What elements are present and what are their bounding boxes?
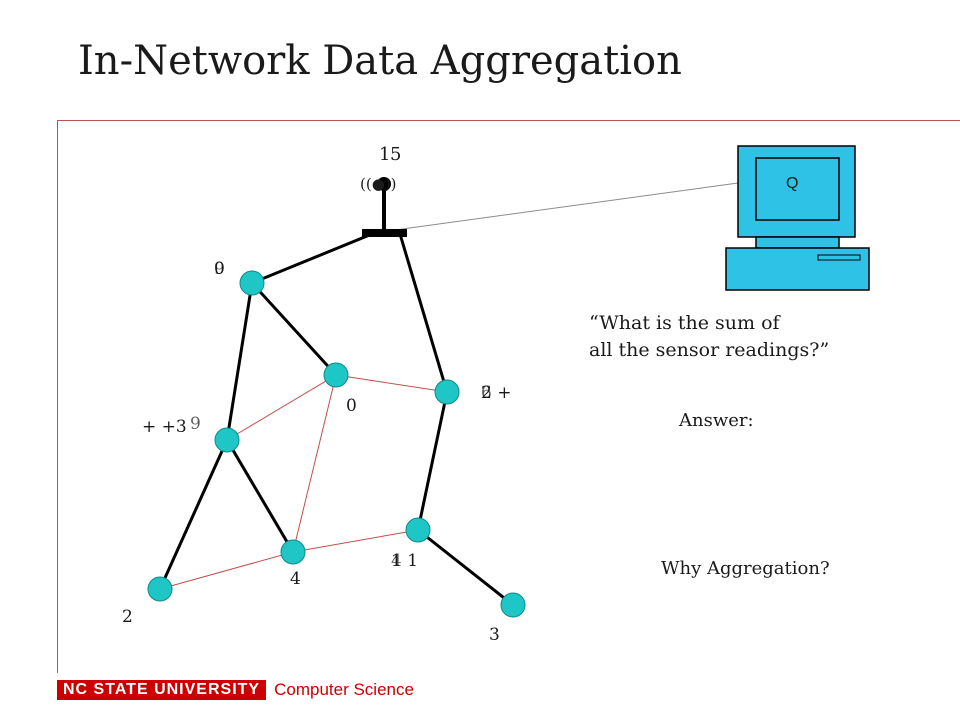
tree-edge <box>225 439 295 553</box>
antenna-waves: ((●)) <box>360 175 397 193</box>
question-text: “What is the sum of all the sensor readi… <box>589 310 829 364</box>
tree-edge <box>158 439 229 590</box>
mesh-edge <box>335 374 448 393</box>
node-label-overlay: 6 <box>481 383 492 403</box>
mesh-edge <box>226 374 337 441</box>
slide-title: In-Network Data Aggregation <box>78 38 682 84</box>
mesh-edge <box>159 551 294 590</box>
node-label-overlay: 9 <box>214 259 225 279</box>
tree-edge <box>251 232 373 285</box>
sensor-node <box>239 270 265 296</box>
base-sum-overlay-label: 5 <box>390 144 402 165</box>
tree-edge <box>250 281 338 377</box>
question-line-2: all the sensor readings?” <box>589 339 830 361</box>
why-aggregation-label: Why Aggregation? <box>661 558 830 579</box>
node-label: 2 <box>122 607 133 627</box>
tree-edge <box>225 282 254 441</box>
footer: NC STATE UNIVERSITY Computer Science <box>57 680 414 700</box>
tree-edge <box>398 233 449 393</box>
node-label-overlay: 9 <box>190 414 201 434</box>
node-label: 0 <box>214 259 225 279</box>
base-sum-label: 1 <box>379 144 391 165</box>
answer-label: Answer: <box>679 410 754 431</box>
sensor-node <box>405 517 431 543</box>
sensor-node <box>500 592 526 618</box>
sensor-node <box>214 427 240 453</box>
node-label: 1 1 <box>391 551 419 571</box>
query-link <box>394 182 739 231</box>
frame-top-rule <box>57 120 960 121</box>
mesh-edge <box>292 529 419 553</box>
base-station <box>362 229 407 237</box>
sensor-node <box>434 379 460 405</box>
node-label: 4 <box>290 569 301 589</box>
department-label: Computer Science <box>274 680 414 699</box>
node-label: + +3 <box>142 417 187 437</box>
node-label-overlay: 4 <box>391 551 402 571</box>
node-label: 0 <box>346 396 357 416</box>
antenna-tip <box>377 177 391 191</box>
tree-edge <box>417 528 514 607</box>
tree-edge <box>416 391 449 531</box>
sensor-node <box>147 576 173 602</box>
computer-label: Q <box>786 175 799 192</box>
node-label: 2 + <box>481 383 512 403</box>
sensor-node <box>323 362 349 388</box>
frame-left-rule <box>57 120 58 673</box>
university-logo: NC STATE UNIVERSITY <box>57 680 267 700</box>
mesh-edge <box>292 374 337 553</box>
sensor-node <box>280 539 306 565</box>
node-label: 3 <box>489 625 500 645</box>
computer-icon <box>725 145 870 291</box>
question-line-1: “What is the sum of <box>589 312 780 334</box>
